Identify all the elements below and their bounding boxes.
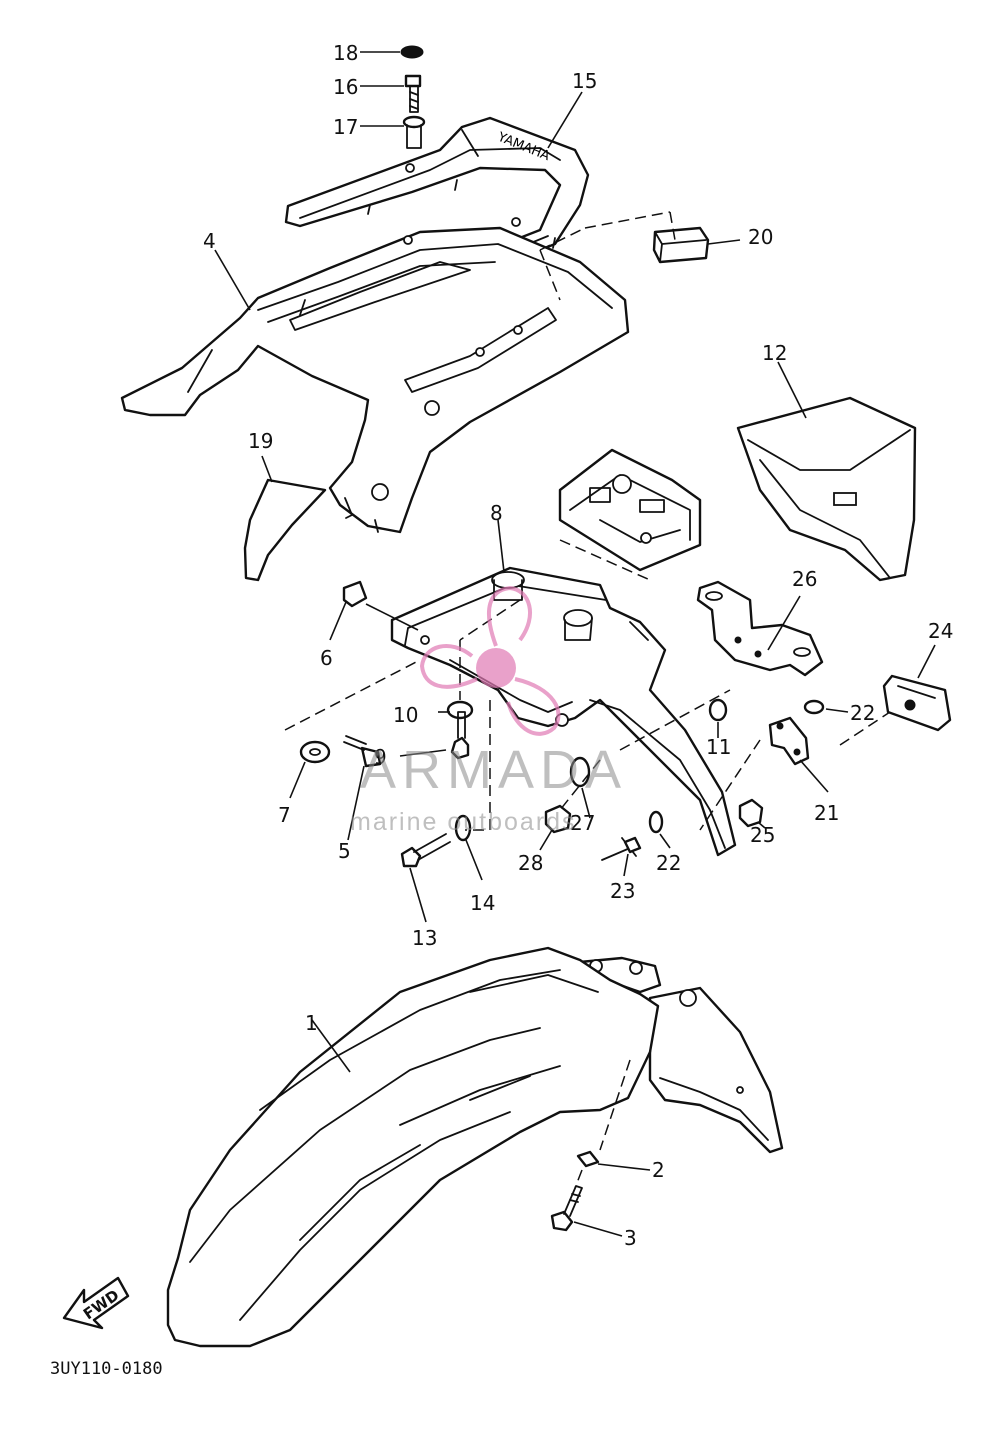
watermark-tagline: marine outboards — [350, 808, 577, 836]
rear-fender-part-1 — [166, 946, 784, 1348]
callout-5: 5 — [338, 839, 351, 863]
callout-1: 1 — [305, 1011, 318, 1035]
watermark-logo-icon — [419, 585, 561, 736]
sponge-part-20 — [652, 226, 710, 264]
callout-8: 8 — [490, 501, 503, 525]
callout-15: 15 — [572, 69, 597, 93]
callout-25: 25 — [750, 823, 775, 847]
callout-12: 12 — [762, 341, 787, 365]
callout-18: 18 — [333, 41, 358, 65]
stay-part-21 — [768, 716, 810, 766]
callout-28: 28 — [518, 851, 543, 875]
tail-cover-part-12 — [736, 396, 917, 582]
callout-11: 11 — [706, 735, 731, 759]
callout-6: 6 — [320, 646, 333, 670]
reflector-part-24 — [882, 674, 952, 732]
callout-26: 26 — [792, 567, 817, 591]
callout-9: 9 — [374, 745, 387, 769]
callout-20: 20 — [748, 225, 773, 249]
callout-4: 4 — [203, 229, 216, 253]
diagram-code: 3UY110-0180 — [50, 1359, 163, 1379]
callout-19: 19 — [248, 429, 273, 453]
watermark: ARMADA marine outboards — [350, 585, 627, 836]
rear-frame-part — [390, 566, 737, 857]
callout-22-right: 22 — [850, 701, 875, 725]
bracket-part-26 — [696, 580, 824, 677]
callout-10: 10 — [393, 703, 418, 727]
callout-14: 14 — [470, 891, 495, 915]
hardware-group — [299, 45, 825, 1232]
callout-17: 17 — [333, 115, 358, 139]
leader-lines — [214, 51, 936, 1237]
flap-part-19 — [243, 478, 327, 582]
callout-labels: 1 2 3 4 5 6 7 8 9 10 11 12 13 14 15 16 1… — [203, 41, 953, 1250]
callout-27: 27 — [570, 811, 595, 835]
callout-3: 3 — [624, 1226, 637, 1250]
callout-24: 24 — [928, 619, 953, 643]
callout-16: 16 — [333, 75, 358, 99]
watermark-brand: ARMADA — [360, 740, 627, 800]
tail-cowl-part — [120, 226, 630, 534]
callout-22-lower: 22 — [656, 851, 681, 875]
fwd-arrow-icon: FWD — [62, 1276, 130, 1330]
callout-2: 2 — [652, 1158, 665, 1182]
callout-13: 13 — [412, 926, 437, 950]
callout-7: 7 — [278, 803, 291, 827]
license-bracket-upper — [558, 448, 702, 572]
callout-21: 21 — [814, 801, 839, 825]
callout-23: 23 — [610, 879, 635, 903]
